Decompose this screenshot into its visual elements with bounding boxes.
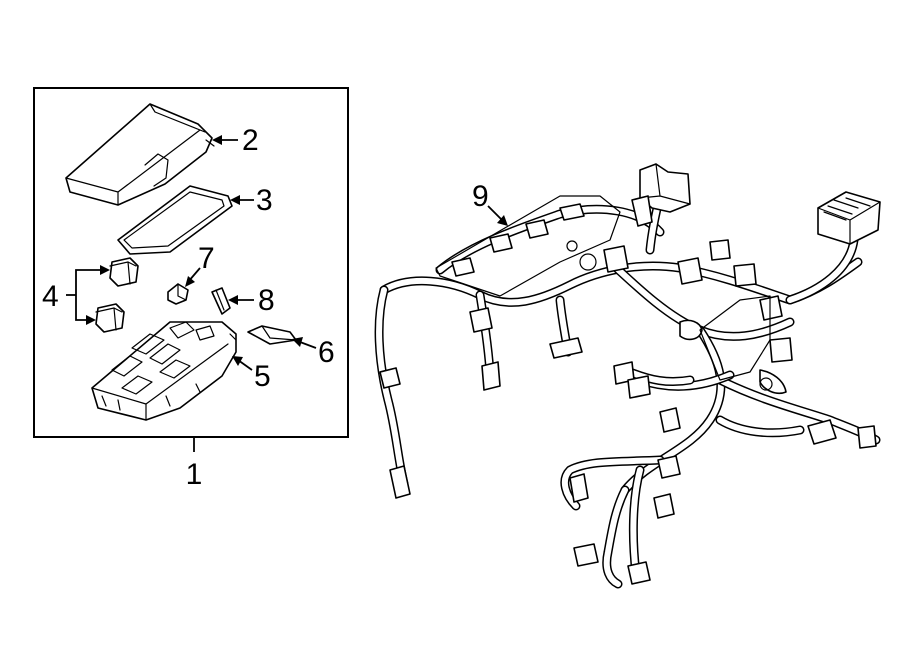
callout-8: 8 bbox=[258, 284, 275, 317]
fuse-part bbox=[211, 287, 231, 315]
callout-9: 9 bbox=[472, 180, 489, 213]
clip-part bbox=[167, 283, 189, 305]
callout-7: 7 bbox=[198, 242, 215, 275]
relay-lower bbox=[95, 303, 125, 333]
relay-upper bbox=[109, 257, 139, 287]
fuse-box-body bbox=[91, 321, 237, 421]
callout-1: 1 bbox=[186, 458, 203, 491]
connector-top-left bbox=[451, 203, 585, 277]
callout-9-leader bbox=[487, 205, 503, 221]
harness-bracket bbox=[435, 195, 773, 391]
mounting-strip bbox=[247, 325, 297, 345]
assembly-frame bbox=[33, 87, 349, 438]
callout-5: 5 bbox=[254, 360, 271, 393]
callout-4: 4 bbox=[42, 280, 59, 313]
callout-6: 6 bbox=[318, 336, 335, 369]
connector-small-set bbox=[379, 239, 877, 585]
callout-6-leader bbox=[299, 341, 317, 349]
callout-2: 2 bbox=[242, 124, 259, 157]
callout-3: 3 bbox=[256, 184, 273, 217]
connector-tall bbox=[631, 163, 691, 227]
connector-multi-pin bbox=[817, 191, 881, 245]
cover-seal bbox=[117, 185, 233, 255]
fuse-box-cover bbox=[65, 103, 215, 206]
wiring-harness bbox=[374, 163, 881, 589]
